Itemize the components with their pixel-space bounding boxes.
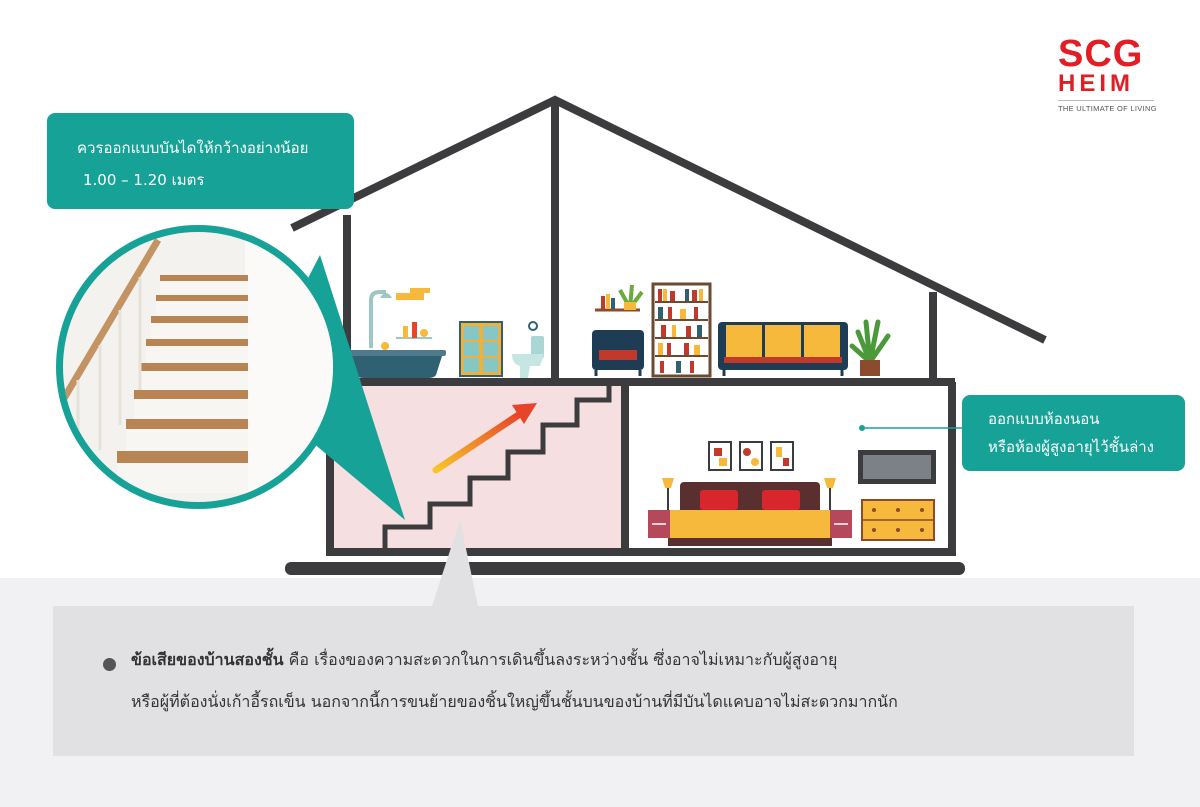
- bathroom-furniture: [348, 288, 544, 378]
- note-line2: หรือผู้ที่ต้องนั่งเก้าอี้รถเข็น นอกจากนี…: [131, 692, 898, 711]
- foundation: [285, 562, 965, 575]
- stair-width-callout: ควรออกแบบบันไดให้กว้างอย่างน้อย 1.00 – 1…: [47, 113, 354, 209]
- note-pointer: [432, 520, 478, 606]
- note-line1-rest: คือ เรื่องของความสะดวกในการเดินขึ้นลงระห…: [283, 650, 838, 669]
- stair-width-line2: 1.00 – 1.20 เมตร: [83, 171, 205, 189]
- bullet-icon: [103, 658, 116, 671]
- bedroom-line1: ออกแบบห้องนอน: [988, 410, 1100, 428]
- bedroom-line2: หรือห้องผู้สูงอายุไว้ชั้นล่าง: [988, 438, 1155, 456]
- staircase-photo: [56, 225, 340, 509]
- note-line1: ข้อเสียของบ้านสองชั้น คือ เรื่องของความส…: [131, 648, 837, 673]
- logo-sub: HEIM: [1058, 72, 1154, 101]
- bedroom-furniture: [648, 441, 936, 546]
- bedroom-callout: ออกแบบห้องนอน หรือห้องผู้สูงอายุไว้ชั้นล…: [962, 395, 1185, 471]
- note-bold-lead: ข้อเสียของบ้านสองชั้น: [131, 650, 284, 669]
- logo-brand: SCG: [1058, 33, 1144, 75]
- staircase: [382, 384, 612, 550]
- stair-width-line1: ควรออกแบบบันไดให้กว้างอย่างน้อย: [77, 139, 309, 157]
- logo-tagline: THE ULTIMATE OF LIVING: [1058, 104, 1157, 113]
- scg-heim-logo: SCG HEIM THE ULTIMATE OF LIVING: [1058, 33, 1158, 113]
- note-box: ข้อเสียของบ้านสองชั้น คือ เรื่องของความส…: [53, 606, 1134, 756]
- bedroom-callout-dot: [859, 425, 865, 431]
- up-arrow-icon: [432, 403, 537, 474]
- living-room-furniture: [592, 282, 891, 378]
